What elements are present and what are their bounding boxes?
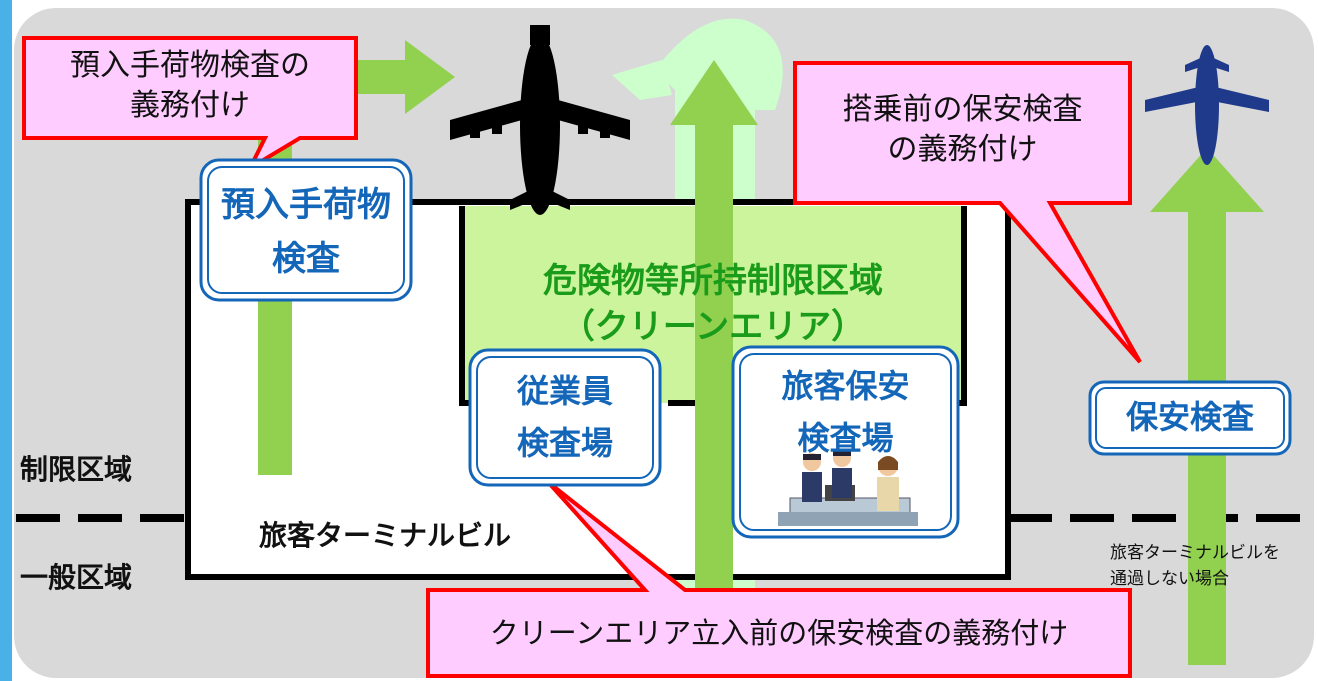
clean-area-label: 危険物等所持制限区域 （クリーンエリア） — [462, 258, 964, 350]
checkpoint-boxes — [199, 158, 1292, 539]
callout-baggage-line2: 義務付け — [130, 88, 250, 123]
airplane-icon — [1145, 45, 1269, 165]
security-check-box: 保安検査 — [1125, 398, 1254, 436]
left-accent-bar — [0, 0, 12, 681]
passenger-checkpoint-box: 旅客保安 検査場 — [733, 360, 958, 464]
callout-baggage: 預入手荷物検査の 義務付け — [24, 46, 356, 126]
general-zone-label: 一般区域 — [20, 561, 133, 594]
callout-boarding-line1: 搭乗前の保安検査 — [842, 92, 1083, 127]
people-icon — [778, 449, 918, 526]
terminal-label: 旅客ターミナルビル — [258, 519, 511, 552]
staff-checkpoint-line2: 検査場 — [516, 424, 613, 462]
clean-area-subtitle: （クリーンエリア） — [560, 307, 866, 347]
passenger-checkpoint-line1: 旅客保安 — [781, 367, 910, 405]
callout-clean-shape — [426, 480, 1132, 678]
callout-boarding-line2: の義務付け — [887, 132, 1038, 167]
baggage-check-box: 預入手荷物 検査 — [201, 178, 411, 286]
staff-checkpoint-line1: 従業員 — [516, 372, 613, 410]
no-terminal-note: 旅客ターミナルビルを 通過しない場合 — [1110, 540, 1315, 592]
callout-boarding-shape — [793, 61, 1142, 364]
passenger-checkpoint-line2: 検査場 — [797, 419, 894, 457]
baggage-check-line2: 検査 — [272, 239, 340, 279]
restricted-zone-label: 制限区域 — [20, 453, 133, 486]
baggage-check-line1: 預入手荷物 — [221, 185, 391, 225]
no-terminal-note-line2: 通過しない場合 — [1110, 569, 1229, 589]
staff-checkpoint-box: 従業員 検査場 — [470, 365, 660, 469]
clean-area-title: 危険物等所持制限区域 — [543, 261, 883, 301]
callout-baggage-shape — [22, 36, 358, 174]
airplane-icon — [450, 25, 630, 215]
callout-boarding: 搭乗前の保安検査 の義務付け — [795, 90, 1130, 170]
callout-baggage-line1: 預入手荷物検査の — [70, 48, 310, 83]
clean-area-flow-arrow — [670, 60, 758, 600]
no-terminal-note-line1: 旅客ターミナルビルを — [1110, 543, 1280, 563]
callout-clean-area: クリーンエリア立入前の保安検査の義務付け — [489, 616, 1069, 650]
